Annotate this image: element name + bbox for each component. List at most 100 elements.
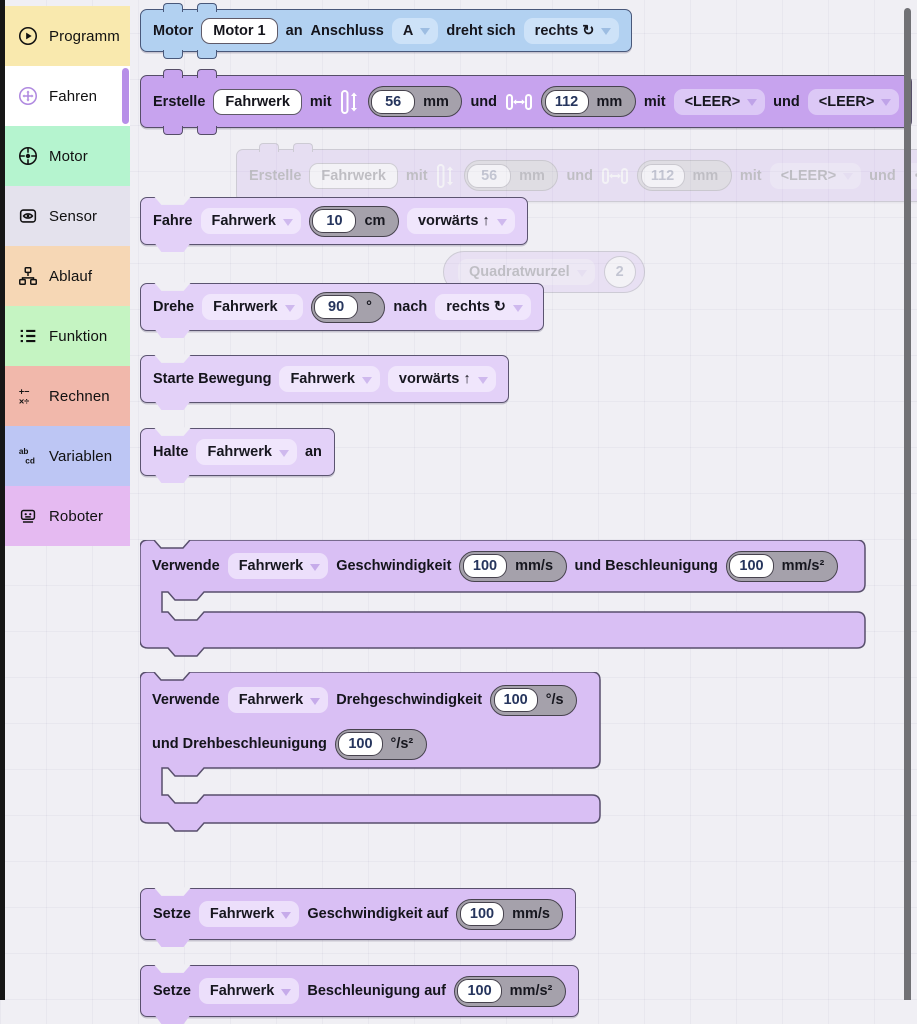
block-label: Setze [153,983,191,999]
sidebar-item-rechnen[interactable]: +− ×÷ Rechnen [5,366,130,426]
unit-label: mm/s [515,558,554,574]
direction-dropdown[interactable]: vorwärts ↑ [406,208,515,234]
stop-drivebase-block[interactable]: Halte Fahrwerk an [140,427,335,483]
sidebar-item-roboter[interactable]: Roboter [5,486,130,546]
chevron-down-icon [477,376,488,384]
use-speed-c-block[interactable]: Verwende Fahrwerk Geschwindigkeit 100 mm… [140,540,869,660]
drivebase-dropdown[interactable]: Fahrwerk [198,901,300,927]
connector-notch [154,427,191,436]
connector-notch [154,282,191,291]
track-width-icon [505,89,533,115]
distance-input[interactable]: 10 [312,209,357,233]
speed-input[interactable]: 100 [462,554,508,578]
start-moving-block[interactable]: Starte Bewegung Fahrwerk vorwärts ↑ [140,354,509,410]
sidebar-item-ablauf[interactable]: Ablauf [5,246,130,306]
create-drivebase-block[interactable]: Erstelle Fahrwerk mit 56 mm und 112 mm m… [140,68,913,135]
play-circle-icon [17,25,39,47]
flowchart-icon [17,265,39,287]
dropdown-value: <LEER> [780,167,837,184]
block-label: an [285,22,303,39]
sidebar-item-variablen[interactable]: ab cd Variablen [5,426,130,486]
acceleration-input[interactable]: 100 [729,554,774,578]
sidebar-item-fahren[interactable]: Fahren [5,66,130,126]
port-dropdown[interactable]: A [391,17,439,44]
motor-config-block[interactable]: Motor Motor 1 an Anschluss A dreht sich … [140,2,633,59]
drivebase-name-field: Fahrwerk [309,162,398,189]
acceleration-input[interactable]: 100 [457,979,502,1003]
angle-input[interactable]: 90 [314,295,359,319]
block-label: Fahre [153,213,193,229]
use-turn-speed-c-block[interactable]: Verwende Fahrwerk Drehgeschwindigkeit 10… [140,672,604,835]
sidebar-item-label: Sensor [49,207,98,225]
chevron-down-icon [747,99,758,106]
sidebar-item-label: Motor [49,147,88,165]
angle-pill: 90 ° [310,291,386,323]
turn-speed-pill: 100 °/s [490,684,578,716]
canvas-scrollbar[interactable] [904,8,911,1000]
dropdown-value: Quadratwurzel [469,264,570,280]
left-motor-dropdown[interactable]: <LEER> [673,88,766,115]
left-motor-dropdown: <LEER> [769,162,862,189]
svg-text:ab: ab [19,447,29,456]
chevron-down-icon [310,563,321,571]
acceleration-pill: 100 mm/s² [453,975,566,1007]
chevron-down-icon [420,28,431,35]
connector-tab [259,142,279,152]
block-label: nach [393,299,428,315]
window-edge [0,0,5,1000]
c-block-header: Verwende Fahrwerk Geschwindigkeit 100 mm… [140,540,838,592]
turn-speed-input[interactable]: 100 [493,688,538,712]
connector-tab [163,2,183,12]
chevron-down-icon [361,376,372,384]
dropdown-value: vorwärts ↑ [398,371,471,387]
block-label: Geschwindigkeit [336,558,452,574]
chevron-down-icon [310,697,321,705]
sidebar-item-funktion[interactable]: Funktion [5,306,130,366]
direction-dropdown[interactable]: rechts ↻ [435,294,531,320]
wheel-diameter-input[interactable]: 56 [371,89,416,114]
sidebar-scrollbar-thumb[interactable] [122,68,129,124]
block-label: Anschluss [310,22,384,39]
drive-distance-block[interactable]: Fahre Fahrwerk 10 cm vorwärts ↑ [140,196,528,252]
set-speed-block[interactable]: Setze Fahrwerk Geschwindigkeit auf 100 m… [140,887,577,947]
motor-name-field[interactable]: Motor 1 [201,17,278,44]
unit-label: °/s [545,692,564,708]
c-block-header-row2: und Drehbeschleunigung 100 °/s² [140,724,427,764]
right-motor-dropdown[interactable]: <LEER> [807,88,900,115]
drivebase-dropdown[interactable]: Fahrwerk [227,687,329,713]
speed-input[interactable]: 100 [459,902,505,926]
drivebase-dropdown[interactable]: Fahrwerk [200,208,301,234]
drivebase-dropdown[interactable]: Fahrwerk [202,294,303,320]
block-label: mit [405,167,428,184]
sidebar-item-motor[interactable]: Motor [5,126,130,186]
turn-acceleration-input[interactable]: 100 [338,732,383,756]
drivebase-dropdown[interactable]: Fahrwerk [279,366,380,392]
sidebar-item-programm[interactable]: Programm [5,6,130,66]
function-list-icon [17,325,39,347]
block-label: an [304,444,322,460]
block-label: Erstelle [153,93,206,110]
track-width-icon [601,163,629,189]
acceleration-pill: 100 mm/s² [725,550,838,582]
dropdown-value: Fahrwerk [209,906,275,922]
direction-dropdown[interactable]: rechts ↻ [523,17,620,44]
turn-angle-block[interactable]: Drehe Fahrwerk 90 ° nach rechts ↻ [140,282,544,338]
sidebar-item-sensor[interactable]: Sensor [5,186,130,246]
drivebase-dropdown[interactable]: Fahrwerk [196,439,297,465]
block-label: und [773,93,800,110]
chevron-down-icon [284,304,295,312]
direction-dropdown[interactable]: vorwärts ↑ [387,366,496,392]
drivebase-dropdown[interactable]: Fahrwerk [227,553,329,579]
speed-pill: 100 mm/s [456,898,564,930]
drivebase-dropdown[interactable]: Fahrwerk [198,978,300,1004]
wheel-diameter-pill: 56 mm [367,86,463,117]
block-label: Drehe [153,299,195,315]
sensor-icon [17,205,39,227]
track-width-input[interactable]: 112 [544,89,589,114]
set-acceleration-block[interactable]: Setze Fahrwerk Beschleunigung auf 100 mm… [140,964,579,1024]
sidebar-item-label: Fahren [49,87,98,105]
block-label: und [566,167,594,184]
dropdown-value: <LEER> [818,93,875,110]
drivebase-name-field[interactable]: Fahrwerk [213,88,302,115]
category-sidebar: Programm Fahren Motor Sensor [5,6,130,546]
